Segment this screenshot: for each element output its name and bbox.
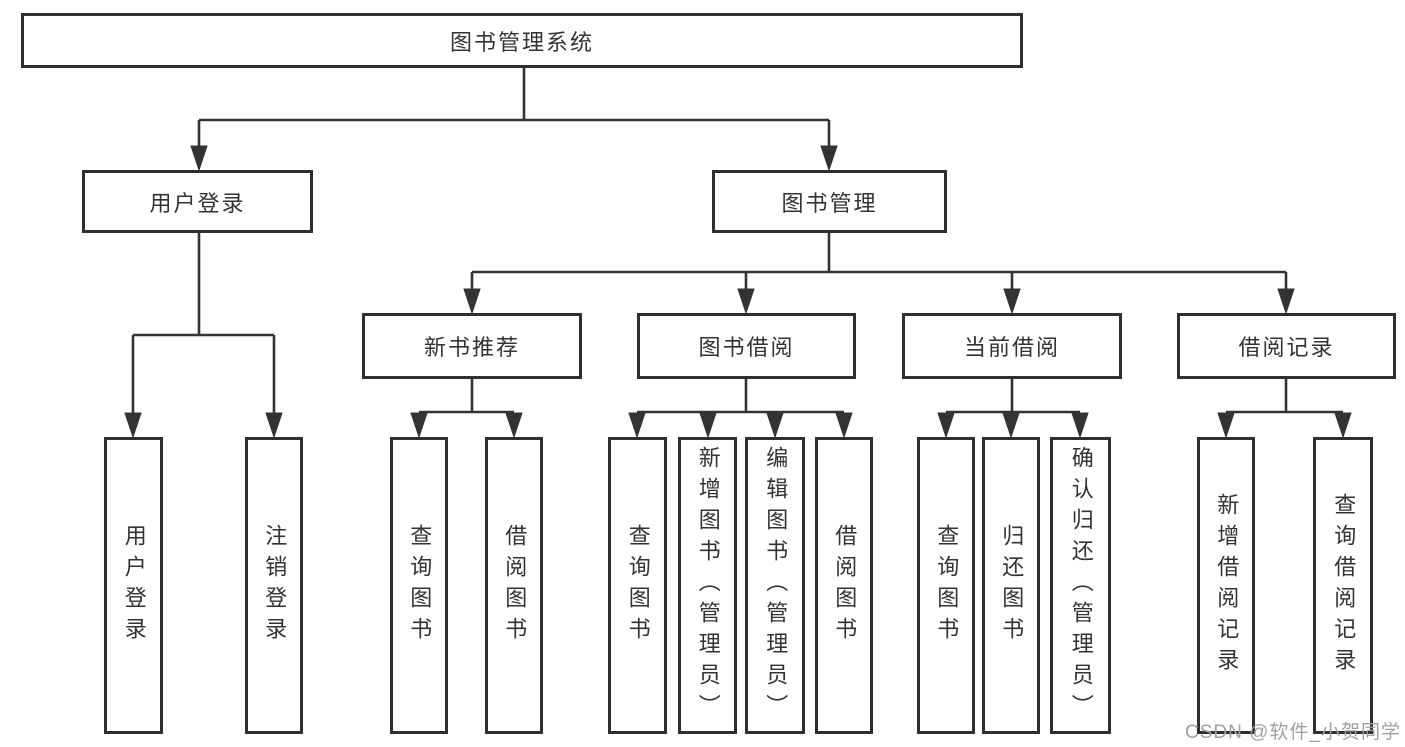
node-label: 新增图书（管理员） bbox=[695, 446, 721, 725]
arrowhead bbox=[410, 412, 428, 439]
node-leaf-query-books-current: 查询图书 bbox=[917, 437, 975, 734]
node-leaf-query-books-recommend: 查询图书 bbox=[390, 437, 448, 734]
node-leaf-add-borrow-record: 新增借阅记录 bbox=[1197, 437, 1255, 734]
node-label: 新书推荐 bbox=[423, 335, 520, 360]
node-label: 当前借阅 bbox=[963, 335, 1060, 360]
arrowhead bbox=[1277, 288, 1295, 315]
arrowhead bbox=[820, 145, 838, 172]
node-label: 借阅记录 bbox=[1238, 335, 1335, 360]
node-label: 查询图书 bbox=[625, 523, 651, 648]
node-book-management: 图书管理 bbox=[712, 170, 947, 233]
node-leaf-query-borrow-record: 查询借阅记录 bbox=[1313, 437, 1373, 734]
node-label: 确认归还（管理员） bbox=[1068, 446, 1094, 725]
node-leaf-edit-books-admin: 编辑图书（管理员） bbox=[745, 437, 805, 734]
arrowhead bbox=[463, 288, 481, 315]
node-label: 图书借阅 bbox=[698, 335, 795, 360]
arrowhead bbox=[1334, 412, 1352, 439]
node-leaf-confirm-return-admin: 确认归还（管理员） bbox=[1050, 437, 1111, 734]
node-book-borrowing: 图书借阅 bbox=[637, 313, 856, 379]
node-leaf-borrow-books-borrowing: 借阅图书 bbox=[815, 437, 873, 734]
csdn-watermark: CSDN @软件_小贺同学 bbox=[1185, 722, 1401, 743]
node-borrowing-records: 借阅记录 bbox=[1177, 313, 1396, 379]
arrowhead bbox=[1003, 288, 1021, 315]
arrowhead bbox=[1071, 412, 1089, 439]
node-label: 用户登录 bbox=[149, 190, 246, 216]
node-leaf-borrow-books-recommend: 借阅图书 bbox=[485, 437, 543, 734]
node-label: 新增借阅记录 bbox=[1214, 492, 1240, 679]
node-label: 编辑图书（管理员） bbox=[763, 446, 789, 725]
tree-edges bbox=[131, 68, 1343, 414]
node-label: 归还图书 bbox=[999, 523, 1025, 648]
node-current-borrowing: 当前借阅 bbox=[902, 313, 1122, 379]
node-label: 图书管理 bbox=[781, 190, 878, 216]
arrowhead bbox=[835, 412, 853, 439]
arrowhead bbox=[766, 412, 784, 439]
node-label: 查询图书 bbox=[934, 523, 960, 648]
arrowhead bbox=[265, 412, 283, 439]
node-leaf-query-books-borrowing: 查询图书 bbox=[608, 437, 667, 734]
node-leaf-logout: 注销登录 bbox=[245, 437, 303, 734]
arrowhead bbox=[737, 288, 755, 315]
arrowhead bbox=[124, 412, 142, 439]
node-label: 借阅图书 bbox=[832, 523, 858, 648]
arrowhead bbox=[505, 412, 523, 439]
arrowhead bbox=[937, 412, 955, 439]
node-label: 图书管理系统 bbox=[449, 29, 594, 55]
arrowhead bbox=[628, 412, 646, 439]
node-leaf-return-books: 归还图书 bbox=[982, 437, 1040, 734]
node-library-system: 图书管理系统 bbox=[21, 13, 1023, 68]
node-label: 注销登录 bbox=[262, 523, 288, 648]
node-label: 用户登录 bbox=[121, 523, 147, 648]
node-leaf-user-login: 用户登录 bbox=[104, 437, 163, 734]
node-leaf-add-books-admin: 新增图书（管理员） bbox=[678, 437, 737, 734]
arrowhead bbox=[1217, 412, 1235, 439]
node-user-login: 用户登录 bbox=[82, 170, 313, 233]
node-new-book-recommendation: 新书推荐 bbox=[362, 313, 582, 379]
arrowhead bbox=[1002, 412, 1020, 439]
node-label: 借阅图书 bbox=[502, 523, 528, 648]
arrowhead bbox=[190, 145, 208, 172]
node-label: 查询图书 bbox=[407, 523, 433, 648]
arrowhead bbox=[699, 412, 717, 439]
node-label: 查询借阅记录 bbox=[1331, 492, 1357, 679]
